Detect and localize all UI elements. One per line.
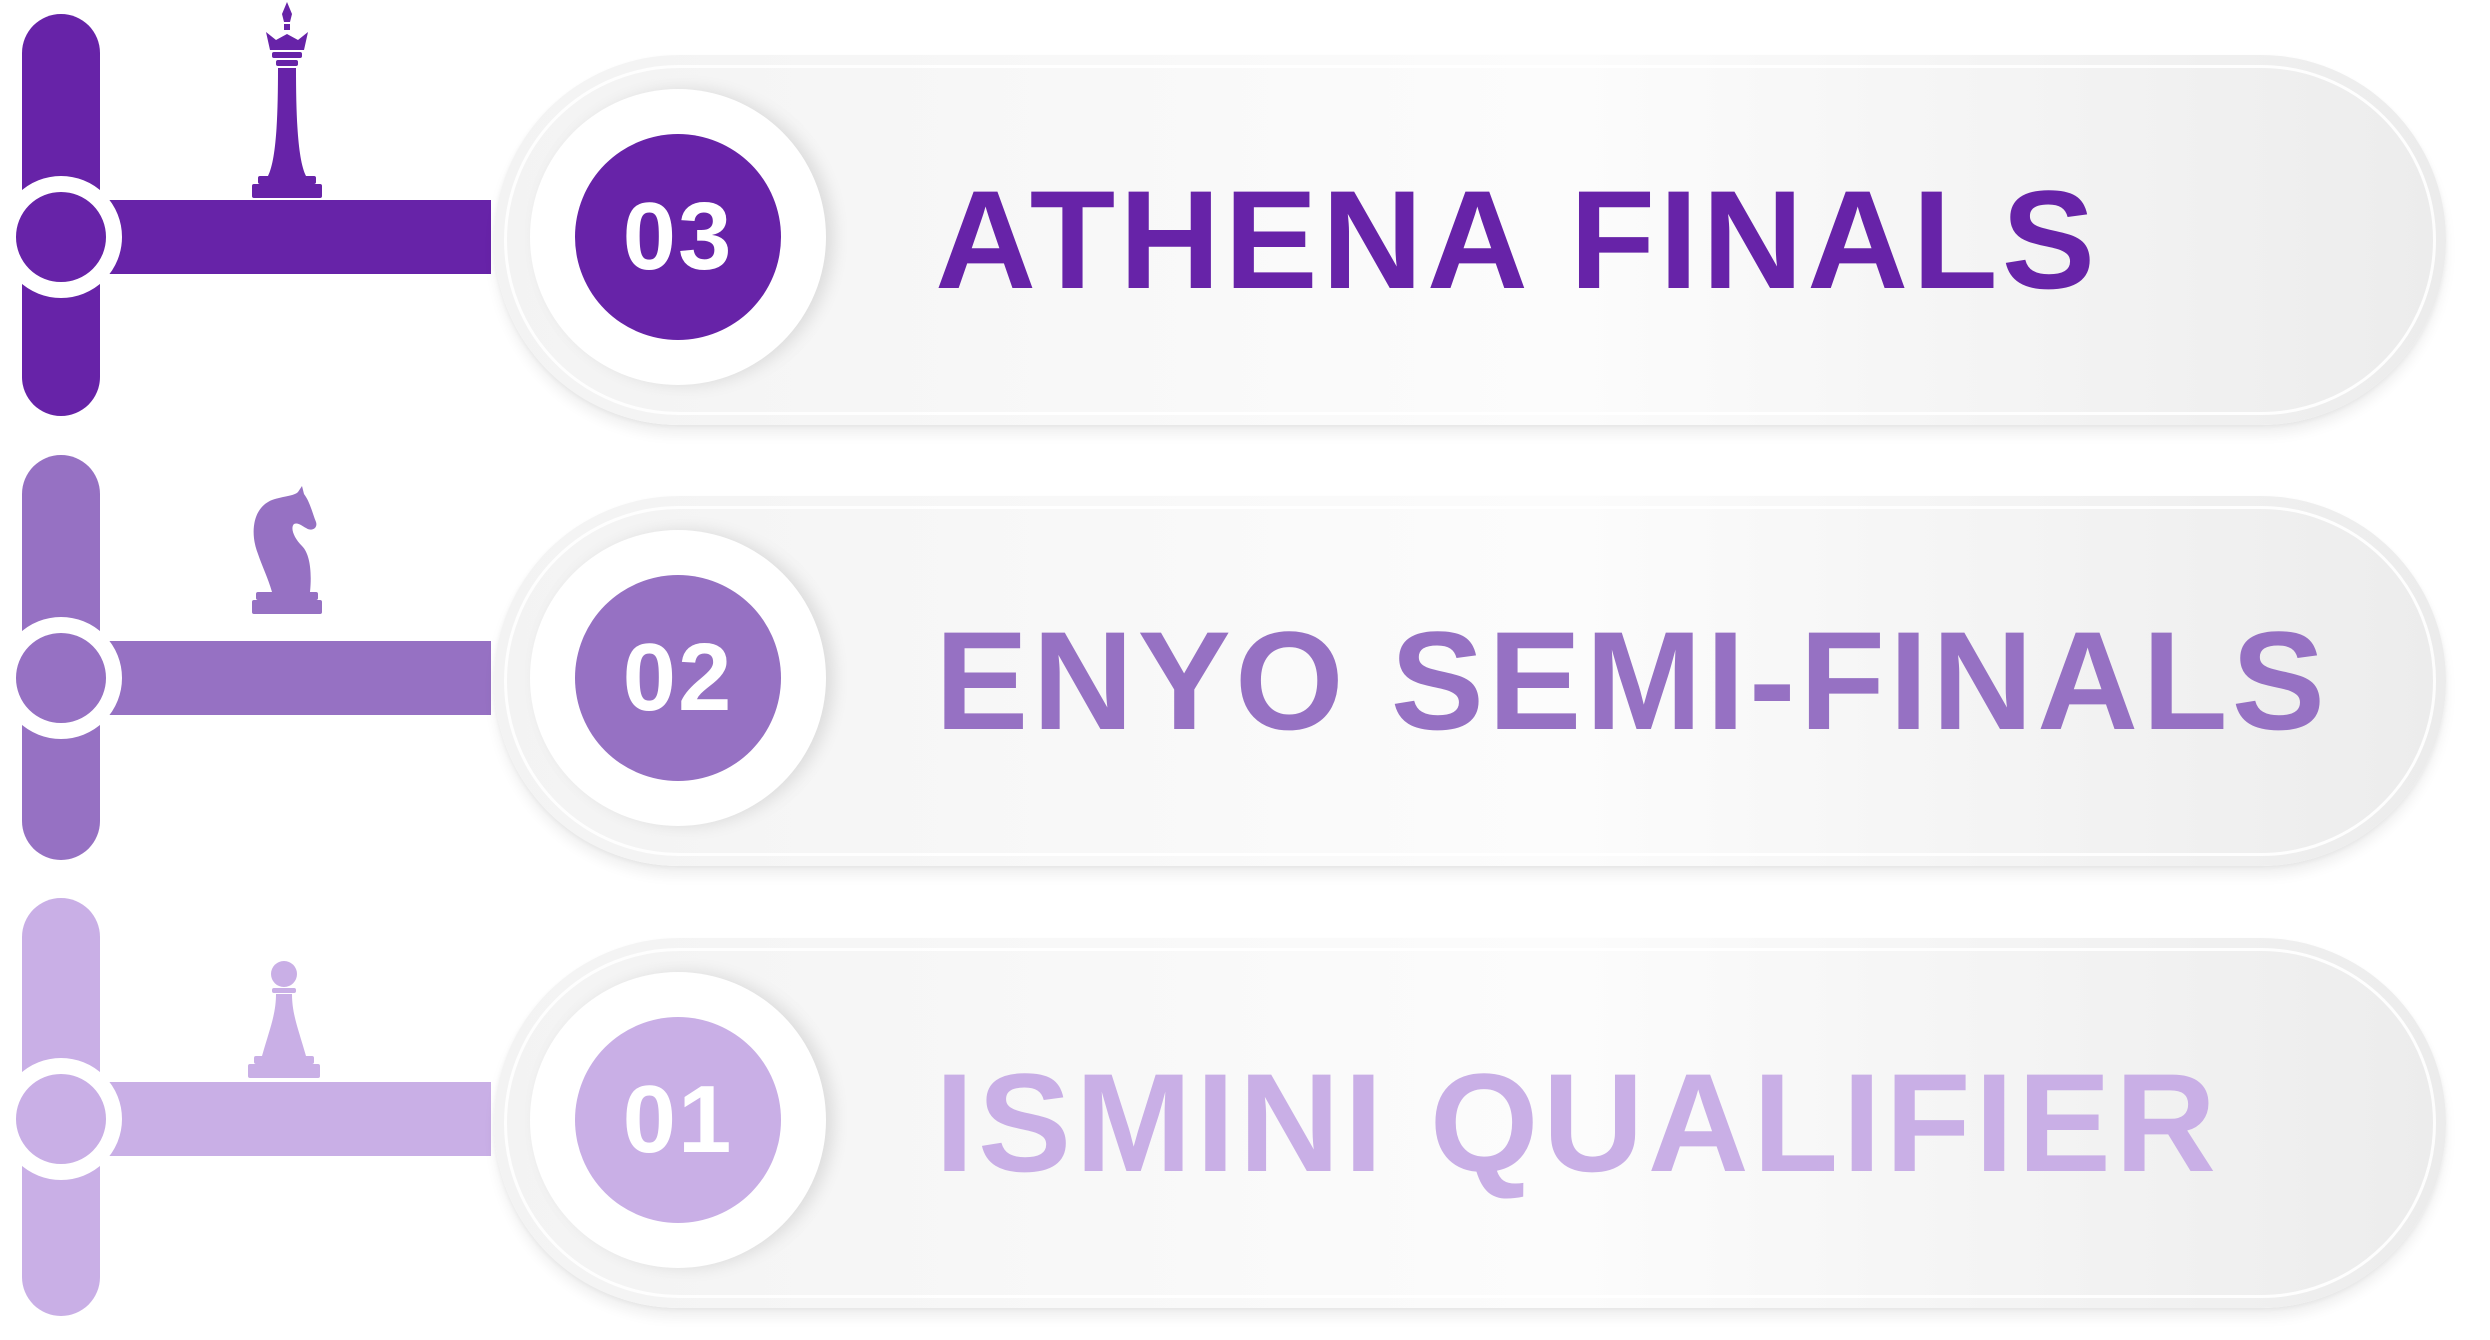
timeline-node-bottom: [0, 1058, 122, 1180]
stage-number-badge: 02: [575, 575, 781, 781]
chess-pawn-icon: [248, 961, 320, 1078]
connector-bar-top: [108, 200, 491, 274]
stage-number-badge: 01: [575, 1017, 781, 1223]
chess-king-icon: [252, 2, 322, 198]
connector-bar-bottom: [108, 1082, 491, 1156]
timeline-node-middle: [0, 617, 122, 739]
stage-number-badge: 03: [575, 134, 781, 340]
chess-knight-icon: [252, 486, 322, 614]
connector-bar-middle: [108, 641, 491, 715]
stage-title: ISMINI QUALIFIER: [935, 1044, 2221, 1201]
stage-title: ATHENA FINALS: [935, 161, 2100, 318]
stage-title: ENYO SEMI-FINALS: [935, 602, 2330, 759]
timeline-node-top: [0, 176, 122, 298]
